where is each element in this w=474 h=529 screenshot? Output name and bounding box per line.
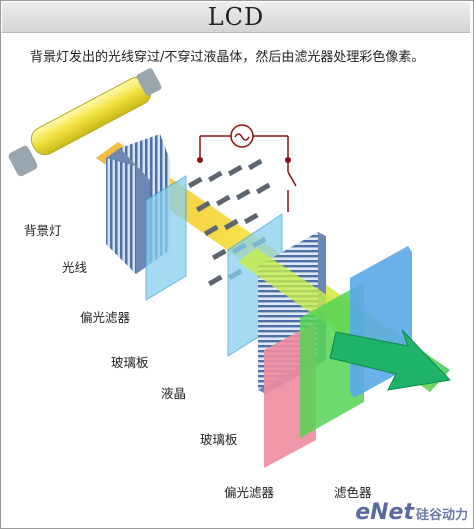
label-glass-1: 玻璃板 xyxy=(111,355,149,370)
glass-plate-1 xyxy=(145,175,187,301)
watermark-sub: 硅谷动力 xyxy=(415,508,468,523)
switch-icon xyxy=(287,160,297,212)
color-filter-green xyxy=(300,282,364,438)
backlight-tube-icon xyxy=(8,68,162,177)
arrow-icon xyxy=(329,329,452,391)
label-polarizer-1: 偏光滤器 xyxy=(80,310,131,325)
label-backlight: 背景灯 xyxy=(24,223,62,238)
label-polarizer-2: 偏光滤器 xyxy=(224,485,275,500)
label-color-filter: 滤色器 xyxy=(334,485,372,500)
label-liquid-crystal: 液晶 xyxy=(161,386,187,401)
label-glass-2: 玻璃板 xyxy=(200,432,238,447)
voltage-source-icon xyxy=(199,124,289,160)
watermark-brand: eNet xyxy=(355,500,414,525)
label-light: 光线 xyxy=(62,260,88,275)
circuit-node-left xyxy=(197,157,203,163)
page-title: LCD xyxy=(207,3,265,31)
title-bar: LCD xyxy=(2,2,470,33)
description-text: 背景灯发出的光线穿过/不穿过液晶体，然后由滤光器处理彩色像素。 xyxy=(30,50,425,65)
